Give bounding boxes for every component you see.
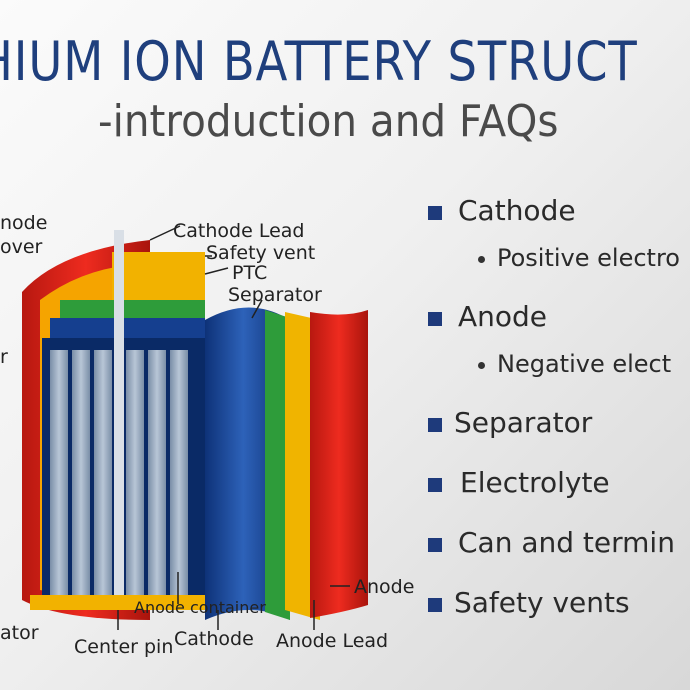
- label-cover-top: node: [0, 212, 48, 234]
- battery-diagram: node over Cathode Lead Safety vent PTC S…: [0, 200, 420, 670]
- gasket: [60, 300, 205, 318]
- label-separator: Separator: [228, 284, 322, 306]
- square-bullet-icon: [428, 538, 442, 552]
- list-subitem-label: Positive electro: [497, 244, 680, 272]
- electrode-stack: [50, 350, 188, 600]
- label-cathode: Cathode: [174, 628, 254, 650]
- separator-line: [251, 299, 263, 319]
- list-item-label: Cathode: [458, 194, 576, 227]
- ptc-layer: [50, 318, 205, 338]
- dot-bullet-icon: [478, 255, 485, 263]
- label-ptc: PTC: [232, 262, 268, 284]
- page-subtitle: -introduction and FAQs: [98, 96, 559, 147]
- label-cover-bottom: over: [0, 236, 43, 258]
- can-wall: [310, 310, 368, 618]
- label-cathode-lead: Cathode Lead: [173, 220, 305, 242]
- list-item-label: Electrolyte: [460, 466, 610, 499]
- dot-bullet-icon: [478, 361, 485, 369]
- label-anode-container: Anode container: [134, 598, 266, 617]
- top-cap: [112, 252, 205, 300]
- ptc-line: [204, 267, 229, 275]
- square-bullet-icon: [428, 478, 442, 492]
- list-item-label: Safety vents: [454, 586, 630, 619]
- square-bullet-icon: [428, 312, 442, 326]
- label-anode-lead: Anode Lead: [276, 630, 389, 652]
- square-bullet-icon: [428, 206, 442, 220]
- label-left-mid: r: [0, 346, 8, 368]
- battery-cutaway-illustration: [22, 225, 368, 630]
- list-item-label: Anode: [458, 300, 548, 333]
- cathode-lead-line: [149, 225, 181, 241]
- bottom-insulator: [30, 595, 205, 610]
- separator-sheet: [265, 310, 290, 620]
- list-item-label: Can and termin: [458, 526, 675, 559]
- square-bullet-icon: [428, 418, 442, 432]
- list-subitem: Positive electro: [478, 244, 680, 272]
- list-item-label: Separator: [454, 406, 593, 439]
- label-center-pin: Center pin: [74, 636, 174, 658]
- center-pin: [114, 230, 124, 610]
- list-subitem: Negative elect: [478, 350, 671, 378]
- label-anode: Anode: [354, 576, 415, 598]
- list-subitem-label: Negative elect: [497, 350, 672, 378]
- page-title: HIUM ION BATTERY STRUCT: [0, 28, 690, 98]
- square-bullet-icon: [428, 598, 442, 612]
- components-list: Cathode Positive electro Anode Negative …: [424, 190, 690, 630]
- title-text: HIUM ION BATTERY STRUCT: [0, 30, 638, 93]
- label-left-bottom: ator: [0, 622, 39, 644]
- label-safety-vent: Safety vent: [206, 242, 316, 264]
